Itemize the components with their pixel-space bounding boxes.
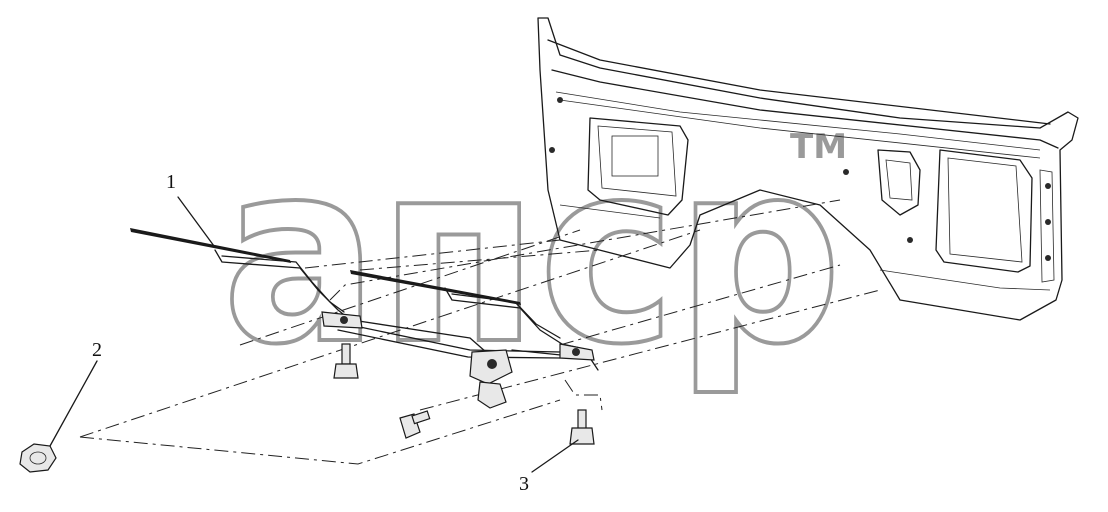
callout-3: 3: [519, 473, 529, 495]
bolt-left: [333, 343, 359, 379]
callout-2: 2: [92, 339, 102, 361]
flange-nut: [19, 443, 57, 473]
cab-front-panel: [537, 17, 1079, 321]
flange-bolt: [569, 409, 595, 445]
watermark-text: апср: [222, 108, 842, 399]
callout-1: 1: [166, 171, 176, 193]
wiper-linkage: [321, 311, 599, 409]
wiper-blades: [130, 228, 581, 349]
watermark-trademark: TM: [790, 127, 847, 167]
watermark-logo: апср TM: [220, 106, 847, 401]
leader-lines: [49, 196, 579, 473]
bolt-center: [399, 410, 431, 439]
